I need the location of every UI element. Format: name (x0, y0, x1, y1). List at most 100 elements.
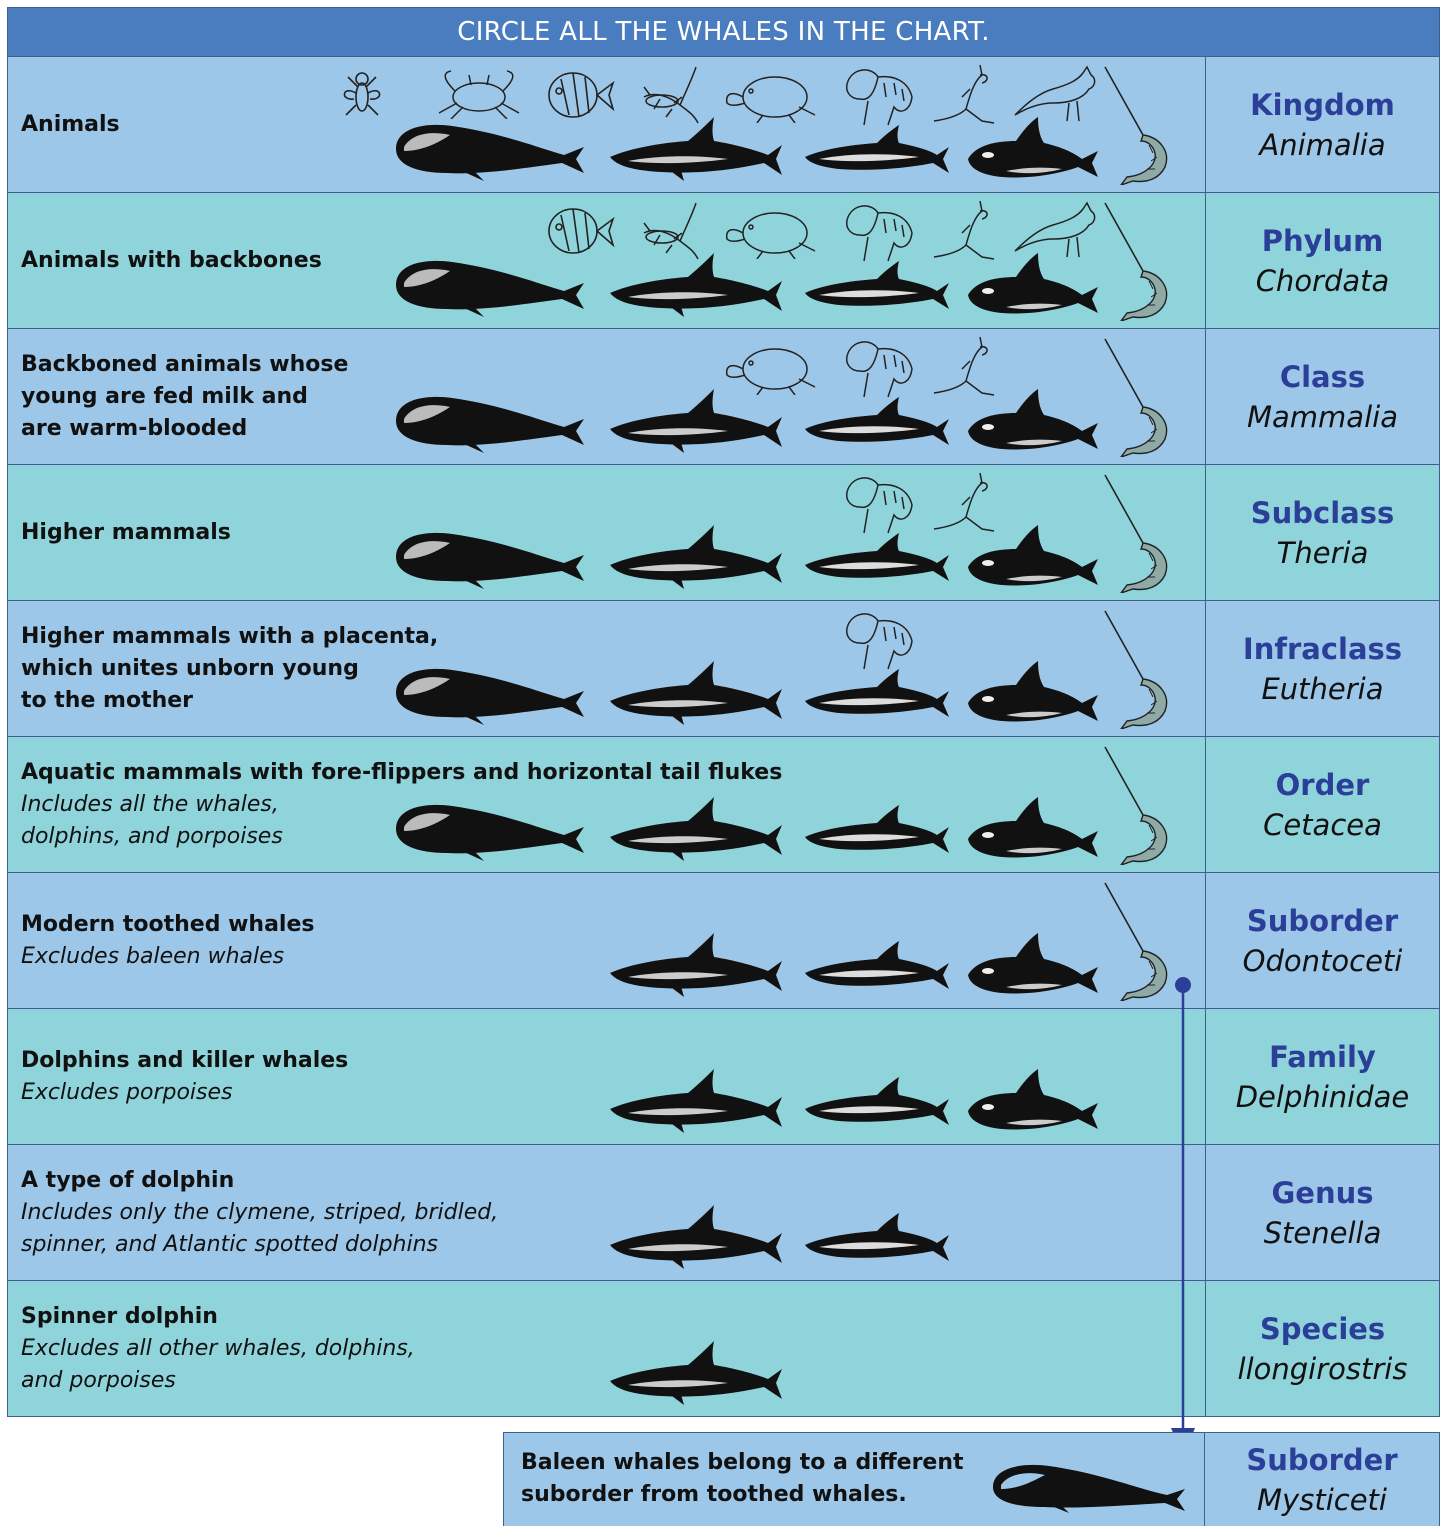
rank-taxon: Delphinidae (1236, 1077, 1410, 1117)
narwhal-icon (1103, 609, 1179, 729)
rank-title: Class (1280, 357, 1365, 397)
header-title: CIRCLE ALL THE WHALES IN THE CHART. (457, 17, 990, 47)
orca-icon (966, 931, 1100, 997)
dolphin-b-icon (803, 801, 951, 859)
narwhal-icon (1103, 881, 1179, 1001)
rank-taxon: Animalia (1259, 125, 1385, 165)
dolphin-b-icon (803, 257, 951, 315)
row-note: Includes only the clymene, striped, brid… (21, 1197, 821, 1261)
rank-taxon: Mammalia (1247, 397, 1398, 437)
row-description: Animals (21, 57, 821, 192)
rank-taxon: Odontoceti (1243, 941, 1403, 981)
tiger-icon (838, 469, 918, 535)
row-title: Animals with backbones (21, 245, 821, 277)
dolphin-b-icon (803, 529, 951, 587)
taxon-row: Aquatic mammals with fore-flippers and h… (7, 737, 1440, 873)
narwhal-icon (1103, 201, 1179, 321)
row-title: Modern toothed whales (21, 909, 821, 941)
tiger-icon (838, 197, 918, 263)
taxon-row: Backboned animals whose young are fed mi… (7, 329, 1440, 465)
row-title: Spinner dolphin (21, 1301, 821, 1333)
dolphin-b-icon (803, 121, 951, 179)
row-note: Excludes porpoises (21, 1077, 821, 1109)
row-description: Animals with backbones (21, 193, 821, 328)
orca-icon (966, 795, 1100, 861)
dolphin-b-icon (803, 937, 951, 995)
baleen-whale-icon (989, 1459, 1189, 1515)
narwhal-icon (1103, 337, 1179, 457)
narwhal-icon (1103, 65, 1179, 185)
rank-taxon: Chordata (1256, 261, 1390, 301)
orca-icon (966, 659, 1100, 725)
bird-icon (1013, 199, 1103, 261)
row-title: Animals (21, 109, 821, 141)
row-title: Aquatic mammals with fore-flippers and h… (21, 757, 821, 789)
taxon-row: Spinner dolphinExcludes all other whales… (7, 1281, 1440, 1417)
baleen-rank: Suborder Mysticeti (1205, 1433, 1439, 1526)
orca-icon (966, 1067, 1100, 1133)
row-note: Excludes all other whales, dolphins, and… (21, 1333, 821, 1397)
rank-taxon: Eutheria (1261, 669, 1383, 709)
row-title: Higher mammals with a placenta, which un… (21, 621, 821, 717)
rank-taxon: Cetacea (1263, 805, 1382, 845)
baleen-text: Baleen whales belong to a different subo… (521, 1447, 991, 1511)
orca-icon (966, 251, 1100, 317)
tiger-icon (838, 605, 918, 671)
rank-title: Family (1269, 1037, 1376, 1077)
row-description: Backboned animals whose young are fed mi… (21, 329, 821, 464)
kangaroo-icon (930, 195, 998, 263)
chart-header: CIRCLE ALL THE WHALES IN THE CHART. (7, 7, 1440, 57)
row-title: Higher mammals (21, 517, 821, 549)
rank-title: Kingdom (1250, 85, 1395, 125)
orca-icon (966, 387, 1100, 453)
row-description: Spinner dolphinExcludes all other whales… (21, 1281, 821, 1416)
kangaroo-icon (930, 331, 998, 399)
rank-title: Subclass (1251, 493, 1395, 533)
dolphin-b-icon (803, 665, 951, 723)
rank-title: Suborder (1247, 901, 1398, 941)
orca-icon (966, 115, 1100, 181)
rank-taxon: llongirostris (1238, 1349, 1408, 1389)
row-title: Backboned animals whose young are fed mi… (21, 349, 821, 445)
row-title: Dolphins and killer whales (21, 1045, 821, 1077)
rank-title: Phylum (1262, 221, 1384, 261)
row-description: Higher mammals with a placenta, which un… (21, 601, 821, 736)
rank-taxon: Stenella (1264, 1213, 1382, 1253)
dolphin-b-icon (803, 393, 951, 451)
narwhal-icon (1103, 745, 1179, 865)
orca-icon (966, 523, 1100, 589)
dolphin-b-icon (803, 1209, 951, 1267)
rank-taxon: Theria (1277, 533, 1369, 573)
row-title: A type of dolphin (21, 1165, 821, 1197)
row-description: Higher mammals (21, 465, 821, 600)
tiger-icon (838, 61, 918, 127)
kangaroo-icon (930, 467, 998, 535)
kangaroo-icon (930, 59, 998, 127)
dolphin-b-icon (803, 1073, 951, 1131)
baleen-rank-taxon: Mysticeti (1257, 1480, 1387, 1520)
taxon-row: Higher mammals with a placenta, which un… (7, 601, 1440, 737)
rank-title: Species (1260, 1309, 1385, 1349)
rank-cell: OrderCetacea (1206, 737, 1439, 872)
rank-title: Infraclass (1243, 629, 1402, 669)
baleen-callout: Baleen whales belong to a different subo… (503, 1432, 1440, 1526)
row-description: Aquatic mammals with fore-flippers and h… (21, 737, 821, 872)
narwhal-icon (1103, 473, 1179, 593)
